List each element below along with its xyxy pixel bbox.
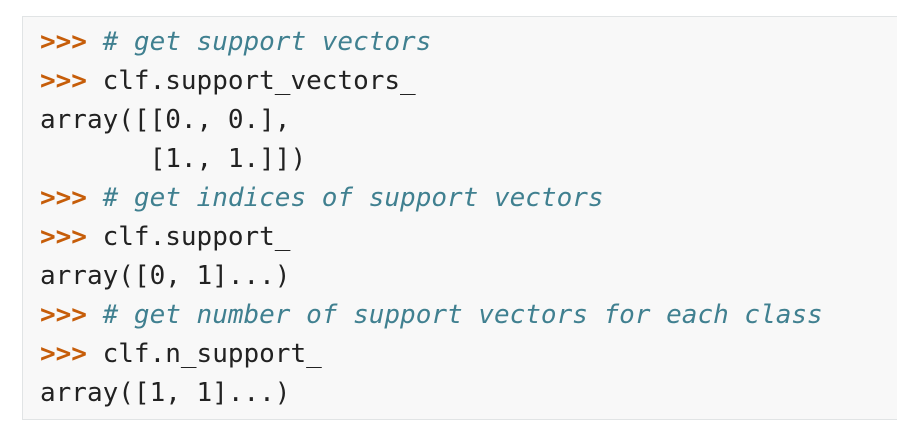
- code-block: >>> # get support vectors >>> clf.suppor…: [22, 16, 897, 420]
- code-output: array([[0., 0.],: [40, 105, 291, 135]
- code-line: [1., 1.]]): [40, 140, 897, 179]
- code-line: >>> clf.n_support_: [40, 335, 897, 374]
- prompt: >>>: [40, 66, 87, 96]
- prompt: >>>: [40, 339, 87, 369]
- code-input: clf.n_support_: [102, 339, 322, 369]
- code-output: array([0, 1]...): [40, 261, 291, 291]
- code-output: [1., 1.]]): [40, 144, 307, 174]
- code-line: array([[0., 0.],: [40, 101, 897, 140]
- prompt: >>>: [40, 300, 87, 330]
- code-line: >>> clf.support_vectors_: [40, 62, 897, 101]
- code-input: clf.support_vectors_: [102, 66, 416, 96]
- code-comment: # get support vectors: [102, 27, 432, 57]
- code-line: array([1, 1]...): [40, 374, 897, 413]
- code-line: >>> # get indices of support vectors: [40, 179, 897, 218]
- prompt: >>>: [40, 222, 87, 252]
- code-line: >>> clf.support_: [40, 218, 897, 257]
- code-comment: # get number of support vectors for each…: [102, 300, 823, 330]
- code-line: >>> # get support vectors: [40, 23, 897, 62]
- code-comment: # get indices of support vectors: [102, 183, 604, 213]
- code-line: array([0, 1]...): [40, 257, 897, 296]
- prompt: >>>: [40, 27, 87, 57]
- code-output: array([1, 1]...): [40, 378, 291, 408]
- code-input: clf.support_: [102, 222, 291, 252]
- code-line: >>> # get number of support vectors for …: [40, 296, 897, 335]
- prompt: >>>: [40, 183, 87, 213]
